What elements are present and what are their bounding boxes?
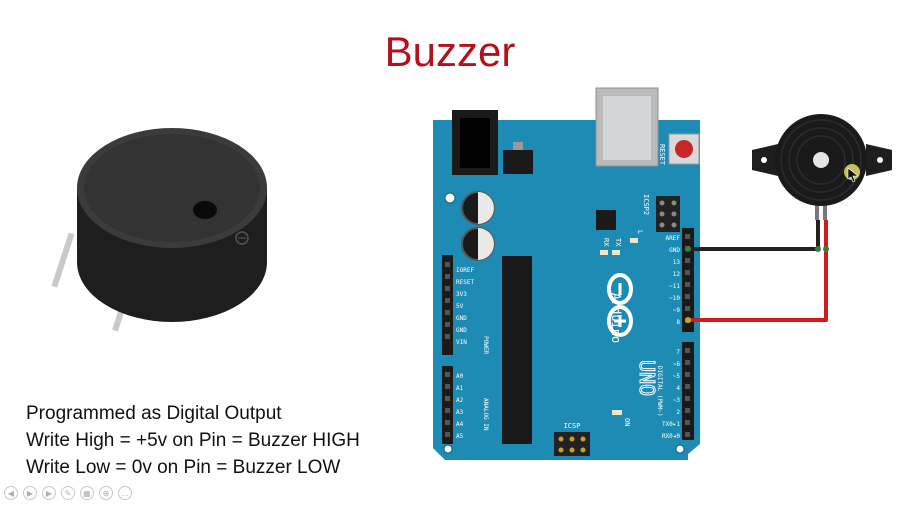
arduino-logo-icon	[607, 273, 633, 337]
pin-label: ~11	[669, 283, 680, 290]
analog-header-label: ANALOG IN	[482, 398, 489, 431]
board-brand: Arduino	[609, 293, 623, 344]
pin-label: 12	[673, 271, 681, 278]
digital-header-bottom	[682, 342, 694, 440]
pin-label: 7	[676, 349, 680, 356]
pin-label: A3	[456, 409, 464, 416]
pin-label: IOREF	[456, 267, 474, 274]
on-label: ON	[623, 418, 631, 426]
pin-label: RESET	[456, 279, 474, 286]
board-model: UNO	[635, 360, 659, 396]
pin-label: TX0▸1	[662, 421, 680, 428]
gnd-wire	[688, 220, 820, 251]
pin-label: ~6	[673, 361, 681, 368]
signal-wire	[688, 220, 828, 322]
slide-title: Buzzer	[384, 28, 516, 75]
rx-label: RX	[602, 238, 610, 247]
icsp-header	[554, 432, 590, 456]
more-icon[interactable]: …	[118, 486, 132, 500]
note-line: Write High = +5v on Pin = Buzzer HIGH	[26, 430, 360, 451]
pin-label: A4	[456, 421, 464, 428]
power-header	[442, 255, 453, 355]
pin-label: VIN	[456, 339, 467, 346]
digital-header-label: DIGITAL (PWM~)	[656, 366, 663, 417]
pin-label: RX0◂0	[662, 433, 680, 440]
atmega-chip	[502, 256, 532, 444]
l-label: L	[636, 230, 644, 234]
pin-label: 13	[673, 259, 681, 266]
pin-label: 4	[676, 385, 680, 392]
reset-button	[668, 133, 700, 165]
pin-label: 8	[676, 319, 680, 326]
pin-label: GND	[669, 247, 680, 254]
zoom-icon[interactable]: ⊕	[99, 486, 113, 500]
buzzer-icon	[752, 114, 892, 220]
pin-label: A2	[456, 397, 464, 404]
reset-label: RESET	[658, 144, 666, 166]
power-header-label: POWER	[482, 336, 489, 354]
analog-header	[442, 366, 453, 444]
pin-label: A0	[456, 373, 464, 380]
icsp-label: ICSP	[564, 422, 581, 430]
grid-icon[interactable]: ▦	[80, 486, 94, 500]
pin-label: 3V3	[456, 291, 467, 298]
arduino-uno-board: Arduino UNO RESET ICSP2 ICSP ON L TX RX …	[433, 87, 700, 460]
pin-label: GND	[456, 327, 467, 334]
pin-label: ~3	[673, 397, 681, 404]
pin-label: ~5	[673, 373, 681, 380]
note-line: Write Low = 0v on Pin = Buzzer LOW	[26, 457, 341, 478]
icsp2-header	[656, 196, 680, 232]
slide-controls: ◀ ▶ ▶ ✎ ▦ ⊕ …	[4, 486, 132, 500]
icsp2-label: ICSP2	[642, 194, 650, 215]
pin-label: A5	[456, 433, 464, 440]
play-icon[interactable]: ▶	[23, 486, 37, 500]
pin-label: ~9	[673, 307, 681, 314]
slide-notes: Programmed as Digital Output Write High …	[26, 400, 360, 481]
pin-label: GND	[456, 315, 467, 322]
digital-header-top	[682, 228, 694, 332]
next-icon[interactable]: ▶	[42, 486, 56, 500]
pin-label: ~10	[669, 295, 680, 302]
pin-label: AREF	[666, 235, 681, 242]
pin-label: A1	[456, 385, 464, 392]
prev-icon[interactable]: ◀	[4, 486, 18, 500]
note-line: Programmed as Digital Output	[26, 403, 282, 424]
pin-label: 2	[676, 409, 680, 416]
pen-icon[interactable]: ✎	[61, 486, 75, 500]
pin-label: 5V	[456, 303, 464, 310]
tx-label: TX	[614, 238, 622, 247]
piezo-buzzer-image	[51, 128, 267, 332]
